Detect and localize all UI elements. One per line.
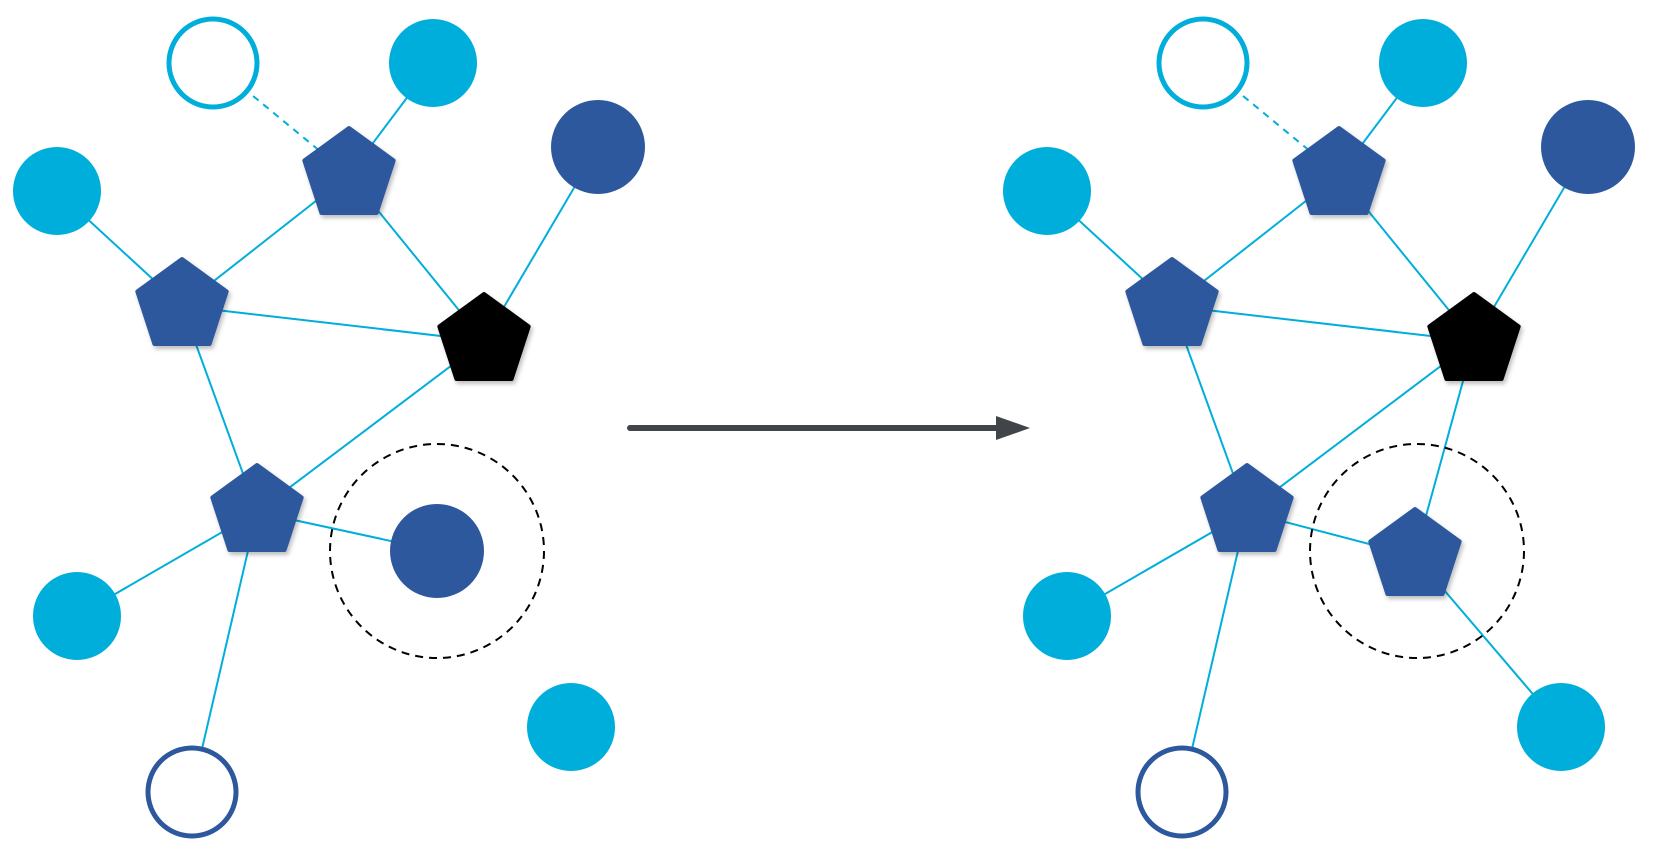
circle-node-bottom-right-light xyxy=(527,683,615,771)
hollow-circle-node-open-bottom xyxy=(145,745,239,839)
pentagon-node-hub-bottom xyxy=(210,463,304,552)
circle-node-top-right-light xyxy=(389,19,477,107)
edge-hub-bottom-open-bottom xyxy=(1181,511,1248,793)
before-nodes xyxy=(13,16,645,839)
pentagon-node-hub-black xyxy=(1427,292,1521,381)
circle-node-bottom-right-light xyxy=(1517,683,1605,771)
circle-node-top-far-right-dark xyxy=(551,100,645,194)
pentagon-node-hub-top xyxy=(302,126,396,215)
circle-node-bottom-left-light xyxy=(1023,572,1111,660)
pentagon-node-hub-left xyxy=(1125,257,1219,346)
hollow-circle-node-open-bottom xyxy=(1135,745,1229,839)
pentagon-node-hub-top xyxy=(1292,126,1386,215)
after-nodes xyxy=(1003,16,1635,839)
after-graph-panel xyxy=(1003,16,1635,839)
circle-node-left-light xyxy=(1003,147,1091,235)
hollow-circle-node-open-top xyxy=(166,16,260,110)
dashed-highlight-ring xyxy=(1309,443,1525,659)
right-arrow-icon xyxy=(627,416,1030,440)
pentagon-node-hub-left xyxy=(135,257,229,346)
pentagon-node-hub-bottom xyxy=(1200,463,1294,552)
pentagon-node-highlighted xyxy=(1368,507,1462,596)
circle-node-bottom-left-light xyxy=(33,572,121,660)
arrow-head xyxy=(996,416,1030,440)
edge-hub-black-hub-bottom xyxy=(1246,340,1475,513)
hollow-circle-node-open-top xyxy=(1156,16,1250,110)
before-graph-panel xyxy=(13,16,645,839)
circle-node-highlighted xyxy=(390,504,484,598)
circle-node-left-light xyxy=(13,147,101,235)
edge-hub-left-hub-black xyxy=(1171,305,1475,342)
edge-hub-black-hub-bottom xyxy=(256,340,485,513)
dashed-highlight-ring xyxy=(329,443,545,659)
circle-node-top-right-light xyxy=(1379,19,1467,107)
edge-hub-left-hub-black xyxy=(181,305,485,342)
circle-node-top-far-right-dark xyxy=(1541,100,1635,194)
pentagon-node-hub-black xyxy=(437,292,531,381)
edge-hub-bottom-open-bottom xyxy=(191,511,258,793)
